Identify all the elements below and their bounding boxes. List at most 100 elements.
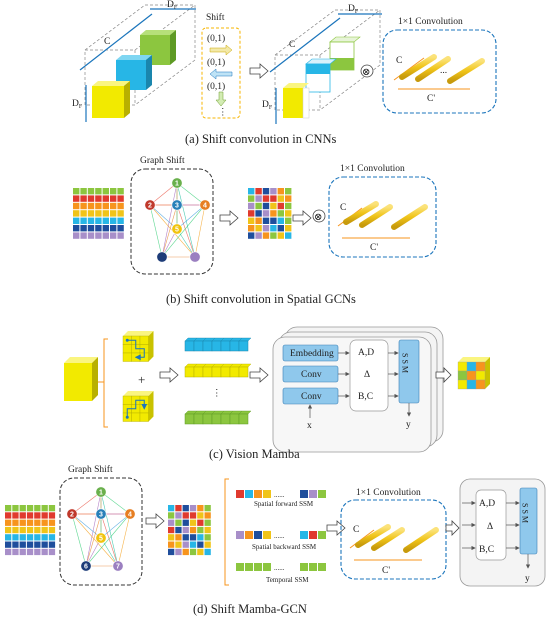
grid-cell [19,512,26,519]
shift-item-1: (0,1) [207,33,225,44]
grid-cell [270,232,277,239]
conv-box-a [382,29,497,114]
graph-node-label: 1 [175,181,179,188]
grid-cell [262,217,270,224]
grid-cell [117,188,124,195]
grid-cell [285,217,292,224]
grid-cell [102,195,109,202]
output-cell [457,370,468,381]
grid-cell [34,526,41,534]
caption-b: (b) Shift convolution in Spatial GCNs [166,292,356,306]
graph-edge [71,513,87,567]
grid-cell [270,195,277,202]
grid-cell [285,195,292,202]
graph-node-label: 7 [116,564,120,571]
grid-cell [285,202,292,210]
conv-block-2: Conv [301,392,322,402]
grid-cell [34,512,41,519]
grid-cell [255,188,262,195]
grid-cell [117,217,124,224]
y-label-d: y [525,574,530,584]
grid-cell [34,519,41,526]
token [184,366,195,378]
grid-cell [204,534,211,541]
grid-cell [48,519,56,526]
grid-cell [95,225,102,232]
arrow-icon-d2 [326,520,346,536]
token [220,340,231,352]
grid-cell [87,225,95,232]
grid-cell [182,548,189,556]
graph-edge [100,491,119,567]
delta-label-d: Δ [487,522,493,532]
seq-token [245,490,253,498]
grid-cell [262,195,270,202]
c-label-2: C [289,40,295,50]
graph-shift-box-b [130,168,214,275]
graph-node-label: 5 [175,227,179,234]
token [229,366,240,378]
grid-cell [255,202,262,210]
arrow-icon-a1 [249,63,269,79]
seq-token [300,490,308,498]
graph-node-label: 5 [99,536,103,543]
seq-token [263,490,271,498]
graph-node [171,223,183,235]
grid-cell [34,548,41,556]
grid-cell [197,541,204,548]
grid-cell [110,202,117,210]
grid-cell [95,188,102,195]
grid-cell [285,210,292,217]
grid-cell [26,519,34,526]
shifted-tensor-a: C DF DF [262,4,382,124]
grid-cell [277,225,284,232]
grid-cell [189,512,197,519]
conv-block-1: Conv [301,370,322,380]
grid-cell [117,195,124,202]
output-cell [466,361,477,372]
grid-cell [80,217,87,224]
grid-cell [5,526,12,534]
df-top-label: DF [167,0,178,11]
grid-cell [110,232,117,239]
grid-cell [270,202,277,210]
grid-cell [262,188,270,195]
grid-cell [117,210,124,217]
tensor-product-icon [360,64,374,78]
token [202,340,213,352]
graph-edge [100,491,131,515]
grid-cell [73,195,80,202]
grid-cell [26,505,34,512]
operator-a: ⊗ [362,67,370,78]
grid-cell [73,202,80,210]
seq-token [254,563,262,571]
arrow-icon-c3 [435,367,452,383]
graph-node [112,560,124,572]
feature-grid-d-input [5,505,56,556]
grid-cell [175,541,182,548]
graph-edge [149,182,178,206]
graph-node-label: 2 [148,203,152,210]
grid-cell [73,232,80,239]
token [202,366,213,378]
graph-edge [85,513,102,567]
conv-c-arrow-a [393,57,425,81]
graph-node [171,177,183,189]
grid-cell [270,210,277,217]
tensor-product-icon-b [312,209,326,223]
seq-token [254,531,262,539]
token [220,413,231,425]
df-left-label-2: DF [262,100,273,111]
ssm-block-d: A,D Δ B,C S S M y [459,478,546,587]
embedding-block: Embedding [290,349,334,359]
shift-title: Shift [206,12,225,23]
shift-box [201,27,241,119]
token [229,340,240,352]
grid-cell [110,225,117,232]
graph-edge [100,513,131,539]
grid-cell [87,210,95,217]
blue-cube [116,55,152,90]
grid-cell [197,512,204,519]
